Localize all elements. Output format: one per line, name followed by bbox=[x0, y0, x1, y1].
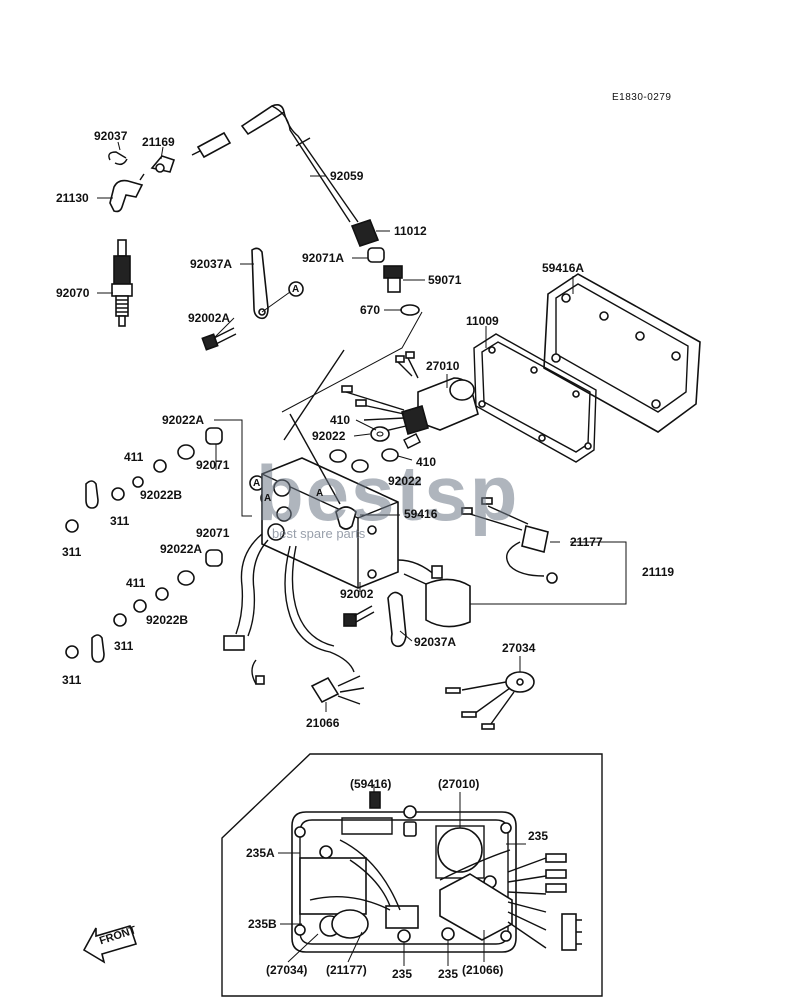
inset-label: 235B bbox=[248, 917, 277, 931]
inset-label: 235A bbox=[246, 846, 275, 860]
bolt-92002A-drawing bbox=[201, 327, 237, 351]
oring-670-drawing bbox=[400, 304, 420, 316]
watermark-logo: bestsp bbox=[256, 449, 520, 537]
part-label: 21177 bbox=[570, 535, 603, 549]
part-label: 92037A bbox=[414, 635, 457, 649]
solenoid-27010-drawing bbox=[341, 351, 479, 449]
plug-59071-drawing bbox=[383, 265, 403, 293]
watermark-tagline: best spare parts bbox=[272, 526, 366, 541]
part-label: 92059 bbox=[330, 169, 364, 183]
part-label: 410 bbox=[416, 455, 437, 469]
part-label: 410 bbox=[330, 413, 351, 427]
part-label: 59416A bbox=[542, 261, 585, 275]
part-label: 92022A bbox=[160, 542, 203, 556]
part-label: 27034 bbox=[502, 641, 536, 655]
inset-label: 235 bbox=[528, 829, 549, 843]
sensor-27034-drawing bbox=[445, 671, 535, 730]
part-label: 411 bbox=[124, 450, 144, 464]
inset-label: (59416) bbox=[350, 777, 392, 791]
part-label: 92022B bbox=[146, 613, 189, 627]
harness-21066-drawing bbox=[223, 533, 365, 705]
part-label: 21119 bbox=[642, 565, 675, 579]
part-label: 311 bbox=[62, 673, 82, 687]
coil-21119-drawing bbox=[397, 559, 471, 628]
inset-label: (21177) bbox=[326, 963, 367, 977]
part-label: 92002A bbox=[188, 311, 231, 325]
part-label: 21130 bbox=[56, 191, 89, 205]
part-label: 27010 bbox=[426, 359, 460, 373]
part-label: 311 bbox=[62, 545, 82, 559]
part-label: 92037A bbox=[190, 257, 233, 271]
part-label: 11012 bbox=[394, 224, 427, 238]
boot-11012-drawing bbox=[350, 219, 380, 247]
connector-tube-drawing bbox=[191, 131, 232, 159]
part-label: 59071 bbox=[428, 273, 462, 287]
part-label: 92071 bbox=[196, 458, 230, 472]
front-arrow-drawing bbox=[82, 925, 138, 964]
callout-a-label: A bbox=[292, 284, 300, 295]
part-label: 21169 bbox=[142, 135, 175, 149]
callout-a-label: A bbox=[316, 488, 324, 499]
part-label: 92037 bbox=[94, 129, 128, 143]
callout-a-label: A bbox=[264, 493, 272, 504]
terminal-21169-drawing bbox=[150, 155, 176, 173]
module-21177-drawing bbox=[461, 497, 558, 584]
part-label: 21066 bbox=[306, 716, 340, 730]
lead-92059-drawing bbox=[240, 104, 359, 223]
part-label: 92071 bbox=[196, 526, 230, 540]
inset-box-drawing bbox=[291, 791, 582, 953]
strap-92037A-bottom-drawing bbox=[387, 591, 407, 648]
part-label: 92002 bbox=[340, 587, 374, 601]
part-label: 59416 bbox=[404, 507, 438, 521]
part-label: 311 bbox=[110, 514, 130, 528]
clip-92037-drawing bbox=[108, 151, 128, 166]
part-label: 92022B bbox=[140, 488, 183, 502]
part-label: 92070 bbox=[56, 286, 90, 300]
part-label: 411 bbox=[126, 576, 146, 590]
inset-label: 235 bbox=[392, 967, 413, 981]
inset-leaders bbox=[278, 784, 526, 966]
bolt-92002-drawing bbox=[343, 605, 375, 627]
electric-box-59416-drawing bbox=[261, 349, 399, 589]
part-label: 670 bbox=[360, 303, 381, 317]
spark-plug-92070-drawing bbox=[111, 239, 133, 327]
inset-label: 235 bbox=[438, 967, 459, 981]
part-label: 11009 bbox=[466, 314, 499, 328]
part-label: 92022 bbox=[388, 474, 422, 488]
inset-label: (27010) bbox=[438, 777, 480, 791]
strap-92037A-top-drawing bbox=[251, 247, 269, 320]
part-label: 92022A bbox=[162, 413, 205, 427]
part-label: 92071A bbox=[302, 251, 345, 265]
washers-group-drawing bbox=[65, 426, 399, 663]
inset-label: (21066) bbox=[462, 963, 504, 977]
plug-cap-21130-drawing bbox=[109, 173, 145, 213]
part-label: 92022 bbox=[312, 429, 346, 443]
grommet-92071A-drawing bbox=[367, 247, 385, 263]
diagram-code: E1830-0279 bbox=[612, 92, 672, 103]
callout-a-label: A bbox=[253, 478, 261, 489]
inset-label: (27034) bbox=[266, 963, 308, 977]
leader-lines bbox=[97, 141, 574, 712]
inset-frame-drawing bbox=[221, 753, 603, 997]
part-label: 311 bbox=[114, 639, 134, 653]
cover-59416A-drawing bbox=[543, 273, 701, 433]
